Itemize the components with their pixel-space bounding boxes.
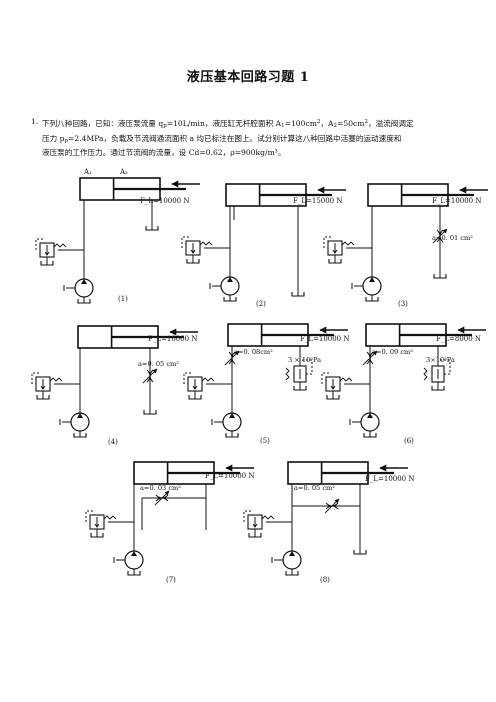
tank-symbol xyxy=(225,433,239,438)
valve-spring xyxy=(261,515,275,520)
problem-line-2: 压力 pp=2.4MPa，负载及节流阀通流面积 a 均已标注在图上。试分别计算这… xyxy=(42,133,402,144)
circuit-5 xyxy=(183,323,348,438)
circuit-8 xyxy=(243,461,408,576)
tank-symbol xyxy=(186,259,200,264)
load-label-6: F_L=8000 N xyxy=(436,335,481,343)
circuit-caption-4: (4) xyxy=(108,438,118,446)
valve-spring xyxy=(201,377,215,382)
valve-spring xyxy=(423,367,428,381)
circuit-caption-5: (5) xyxy=(260,437,270,445)
tank-symbol xyxy=(127,571,141,576)
circuit-caption-3: (3) xyxy=(398,300,408,308)
tank-symbol xyxy=(40,261,54,266)
problem-number: 1. xyxy=(31,117,39,126)
problem-line-3: 液压泵的工作压力。通过节流阀的流量，设 Cd=0.62，ρ=900kg/m³。 xyxy=(42,148,286,158)
load-label-1: F_L=10000 N xyxy=(140,197,190,205)
valve-spring xyxy=(49,377,63,382)
valve-spring xyxy=(285,367,290,381)
circuit-4 xyxy=(31,325,198,438)
throttle-label-7: a=0. 03 cm² xyxy=(140,484,181,492)
circuit-caption-1: (1) xyxy=(118,295,128,303)
load-label-2: F_L=15000 N xyxy=(293,197,343,205)
circuit-caption-6: (6) xyxy=(404,437,414,445)
tank-symbol xyxy=(365,297,379,302)
circuit-caption-8: (8) xyxy=(320,576,330,584)
tank-symbol xyxy=(293,386,307,391)
valve-spring xyxy=(341,241,355,246)
circuit-6 xyxy=(321,323,486,438)
circuit-caption-7: (7) xyxy=(166,576,176,584)
valve-spring xyxy=(339,377,353,382)
throttle-label-4: a=0. 05 cm² xyxy=(138,360,179,368)
throttle-label-3: a=0. 01 cm² xyxy=(432,234,473,242)
tank-symbol xyxy=(73,433,87,438)
problem-line-1: 下列八种回路，已知：液压泵流量 qp=10L/min，液压缸无杆腔面积 A1=1… xyxy=(42,119,414,129)
valve-spring xyxy=(103,515,117,520)
tank-symbol xyxy=(143,410,157,415)
area-label-a1: A₁ xyxy=(83,168,92,176)
tank-symbol xyxy=(326,395,340,400)
tank-symbol xyxy=(431,386,445,391)
tank-symbol xyxy=(223,297,237,302)
load-label-7: F_L=10000 N xyxy=(205,472,255,480)
tank-symbol xyxy=(328,259,342,264)
area-label-a2: A₂ xyxy=(119,168,128,176)
tank-symbol xyxy=(353,550,367,555)
load-label-4: F_L=10000 N xyxy=(148,335,198,343)
load-label-3: F_L=10000 N xyxy=(432,197,482,205)
tank-symbol xyxy=(433,274,447,279)
valve-spring xyxy=(199,241,213,246)
valve-spring xyxy=(53,243,67,248)
tank-symbol xyxy=(77,299,91,304)
throttle-label-6: a=0. 09 cm² xyxy=(372,348,413,356)
load-label-5: F_L=10000 N xyxy=(300,335,350,343)
tank-symbol xyxy=(36,395,50,400)
page-title: 液压基本回路习题 1 xyxy=(186,70,310,85)
tank-symbol xyxy=(90,533,104,538)
tank-symbol xyxy=(248,533,262,538)
throttle-label-8: a=0. 05 cm² xyxy=(294,484,335,492)
valve-pressure-label-6: 3×10⁵Pa xyxy=(426,356,455,364)
tank-symbol xyxy=(145,226,159,231)
tank-symbol xyxy=(363,433,377,438)
tank-symbol xyxy=(285,571,299,576)
tank-symbol xyxy=(188,395,202,400)
load-label-8: F_L=10000 N xyxy=(365,475,415,483)
circuit-7 xyxy=(85,461,254,576)
throttle-label-5: a=0. 08cm² xyxy=(234,348,273,356)
circuit-caption-2: (2) xyxy=(256,300,266,308)
circuit-2 xyxy=(181,183,346,302)
circuit-3 xyxy=(323,183,488,302)
problem-statement: 1. 下列八种回路，已知：液压泵流量 qp=10L/min，液压缸无杆腔面积 A… xyxy=(31,116,462,160)
tank-symbol xyxy=(291,292,305,297)
circuit-1 xyxy=(35,177,200,304)
valve-pressure-label-5: 3 × 10⁵Pa xyxy=(288,356,321,364)
